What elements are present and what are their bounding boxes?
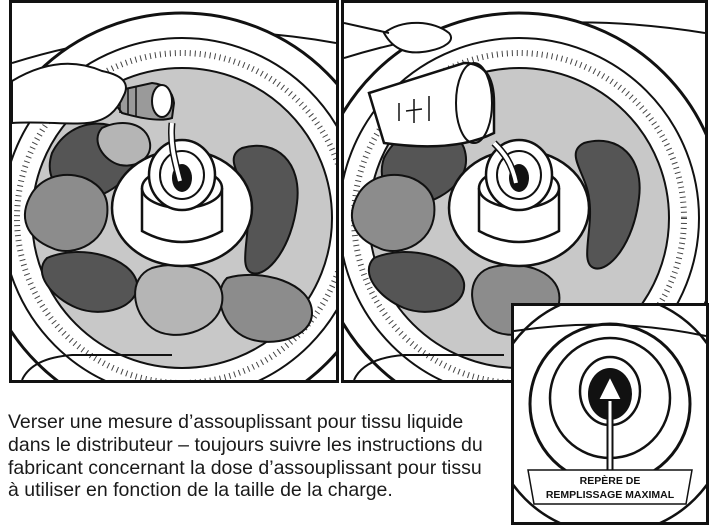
hand — [384, 23, 451, 53]
max-fill-label-line2: REMPLISSAGE MAXIMAL — [546, 489, 675, 501]
pour-bottle-panel — [9, 0, 339, 383]
max-fill-inset: REPÈRE DE REMPLISSAGE MAXIMAL — [511, 303, 709, 525]
washer-drum-illustration — [12, 3, 336, 380]
instruction-caption: Verser une mesure d’assouplissant pour t… — [8, 411, 488, 502]
hand — [12, 64, 126, 124]
mid-fabric — [25, 175, 107, 251]
max-fill-closeup: REPÈRE DE REMPLISSAGE MAXIMAL — [514, 306, 706, 522]
max-fill-label-line1: REPÈRE DE — [580, 474, 641, 487]
